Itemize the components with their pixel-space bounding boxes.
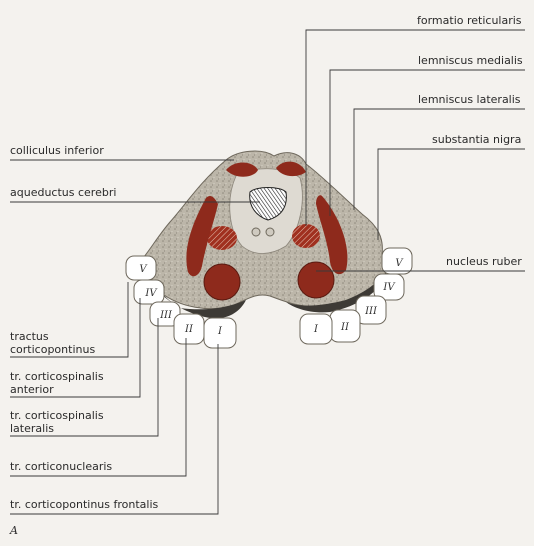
leader-substantia-nigra: [377, 148, 525, 240]
label-corticopontinus-frontalis: tr. corticopontinus frontalis: [10, 498, 159, 511]
label-corticospinalis-anterior-line1: tr. corticospinalis: [10, 370, 104, 383]
nucleus-ruber-right: [297, 261, 335, 299]
label-corticospinalis-anterior-line2: anterior: [10, 383, 54, 396]
label-tractus-corticopontinus: tractus corticopontinus: [10, 330, 95, 356]
leader-corticopontinus-frontalis: [10, 344, 219, 515]
colliculus-inferior-right: [276, 161, 306, 177]
leader-lemniscus-lateralis: [353, 108, 525, 210]
peduncle-block-right-iii: [355, 295, 387, 325]
oculomotor-nucleus-right: [265, 227, 275, 237]
label-tractus-corticopontinus-line1: tractus: [10, 330, 49, 343]
numeral-left-i: I: [217, 326, 223, 337]
label-nucleus-ruber: nucleus ruber: [446, 255, 522, 268]
peduncle-block-left-i: [203, 317, 237, 349]
aqueductus-cerebri-shape: [249, 187, 287, 221]
numeral-left-v: V: [139, 264, 148, 275]
figure-letter: A: [10, 524, 18, 537]
label-corticospinalis-lateralis: tr. corticospinalis lateralis: [10, 409, 104, 435]
leader-lemniscus-medialis: [329, 69, 525, 216]
peduncle-block-right-i: [299, 313, 333, 345]
numeral-left-iv: IV: [144, 288, 158, 299]
label-corticospinalis-anterior: tr. corticospinalis anterior: [10, 370, 104, 396]
numeral-right-ii: II: [340, 322, 350, 333]
formatio-reticularis-left: [207, 226, 237, 250]
label-corticospinalis-lateralis-line2: lateralis: [10, 422, 54, 435]
substantia-nigra-left: [186, 196, 218, 277]
numeral-right-i: I: [313, 324, 319, 335]
leader-corticospinalis-anterior: [10, 298, 141, 398]
numeral-left-iii: III: [159, 310, 173, 321]
leader-corticonuclearis: [10, 338, 187, 477]
crus-rim-right: [286, 266, 390, 313]
colliculus-inferior-left: [226, 162, 258, 177]
label-aqueductus-cerebri: aqueductus cerebri: [10, 186, 117, 199]
label-corticonuclearis: tr. corticonuclearis: [10, 460, 113, 473]
label-lemniscus-medialis: lemniscus medialis: [418, 54, 523, 67]
label-lemniscus-lateralis: lemniscus lateralis: [418, 93, 521, 106]
oculomotor-nucleus-left: [251, 227, 261, 237]
leader-corticospinalis-lateralis: [10, 318, 159, 437]
numeral-right-iv: IV: [382, 282, 396, 293]
nucleus-ruber-left: [203, 263, 241, 301]
numeral-right-iii: III: [364, 306, 378, 317]
numeral-right-v: V: [395, 258, 404, 269]
label-formatio-reticularis: formatio reticularis: [417, 14, 522, 27]
substantia-nigra-right: [316, 195, 348, 275]
formatio-reticularis-right: [292, 224, 320, 248]
numeral-left-ii: II: [184, 324, 194, 335]
leader-tractus-corticopontinus: [10, 282, 129, 358]
peduncle-block-right-iv: [373, 273, 405, 301]
label-colliculus-inferior: colliculus inferior: [10, 144, 104, 157]
peduncle-block-left-iv: [133, 279, 165, 305]
label-substantia-nigra: substantia nigra: [432, 133, 522, 146]
label-tractus-corticopontinus-line2: corticopontinus: [10, 343, 96, 356]
leader-formatio-reticularis: [305, 29, 525, 226]
label-corticospinalis-lateralis-line1: tr. corticospinalis: [10, 409, 104, 422]
